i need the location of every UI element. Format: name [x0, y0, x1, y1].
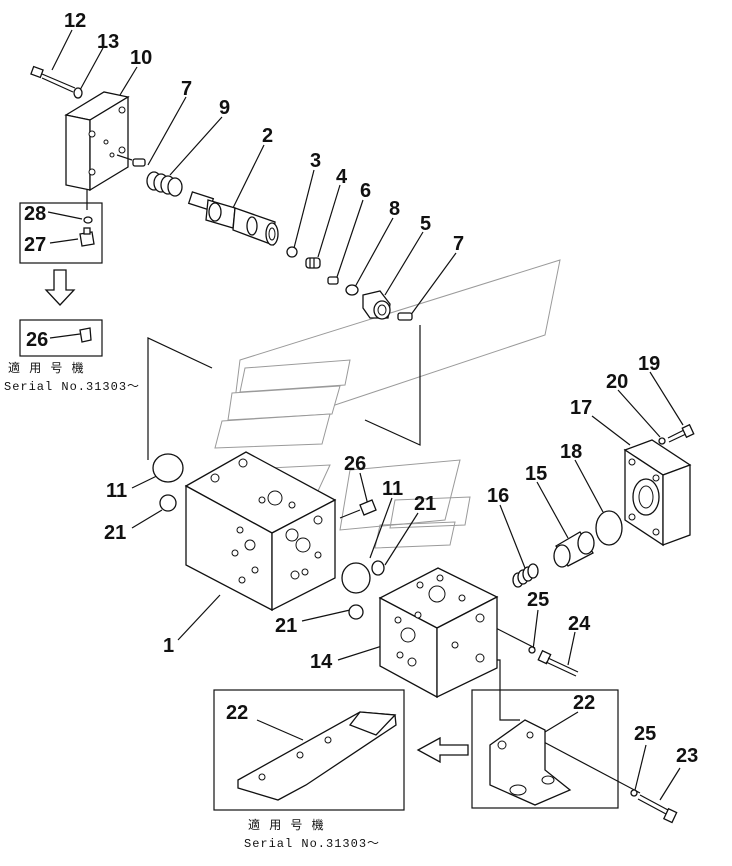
spring-16: [512, 563, 539, 588]
o-ring-11-mid: [341, 562, 371, 594]
callout-25-lower: 25: [634, 723, 656, 745]
callout-5: 5: [420, 213, 431, 235]
pin-7-lower: [397, 312, 413, 321]
pin-6: [327, 276, 339, 285]
spring-4: [305, 257, 321, 269]
washer-25-lower: [630, 789, 638, 797]
pin-7-upper: [132, 158, 146, 167]
o-ring-21-mid: [371, 560, 385, 576]
callout-2: 2: [262, 125, 273, 147]
callout-17: 17: [570, 397, 592, 419]
serial-note-upper-line1: 適 用 号 機: [8, 360, 85, 376]
cover-10: [64, 91, 133, 192]
washer-13: [73, 87, 83, 99]
callout-4: 4: [336, 166, 348, 188]
ring-8: [345, 284, 359, 296]
serial-note-upper: 適 用 号 機 Serial No.31303～: [4, 360, 140, 394]
down-arrow: [44, 269, 76, 306]
inset-box-28-27: [19, 202, 103, 264]
callout-21-mid: 21: [414, 493, 436, 515]
o-ring-18: [595, 510, 623, 546]
cover-17: [623, 439, 692, 547]
callout-1: 1: [163, 635, 174, 657]
callout-23: 23: [676, 745, 698, 767]
callout-10: 10: [130, 47, 152, 69]
callout-19: 19: [638, 353, 660, 375]
bolt-19: [667, 423, 695, 443]
main-block-1: [184, 451, 337, 612]
callout-labels: 12 13 10 7 9 2 3 4 6 8 5 7 28 27 26 19 2…: [24, 10, 698, 767]
bolt-23: [637, 794, 678, 824]
plug-5: [362, 290, 391, 320]
callout-6: 6: [360, 180, 371, 202]
bolt-12: [30, 65, 76, 93]
callout-26-mid: 26: [344, 453, 366, 475]
serial-note-lower-line2: Serial No.31303～: [244, 837, 380, 851]
block-14: [378, 567, 499, 699]
callout-16: 16: [487, 485, 509, 507]
callout-20: 20: [606, 371, 628, 393]
callout-14: 14: [310, 651, 333, 673]
serial-note-lower: 適 用 号 機 Serial No.31303～: [244, 817, 380, 851]
ball-3: [286, 246, 298, 258]
callout-11-left: 11: [106, 480, 127, 502]
spring-9: [146, 171, 183, 197]
callout-15: 15: [525, 463, 547, 485]
callout-8: 8: [389, 198, 400, 220]
spool-2: [187, 191, 279, 246]
callout-21-lower: 21: [275, 615, 297, 637]
callout-7-lower: 7: [453, 233, 464, 255]
callout-21-left: 21: [104, 522, 126, 544]
callout-22-right: 22: [573, 692, 595, 714]
callout-26-upper: 26: [26, 329, 48, 351]
callout-25-upper: 25: [527, 589, 549, 611]
callout-11-mid: 11: [382, 478, 403, 500]
callout-12: 12: [64, 10, 86, 32]
serial-note-lower-line1: 適 用 号 機: [248, 817, 325, 833]
o-ring-11-left: [152, 453, 184, 483]
callout-22-left: 22: [226, 702, 248, 724]
o-ring-21-left: [159, 494, 177, 512]
callout-28: 28: [24, 203, 46, 225]
callout-18: 18: [560, 441, 582, 463]
leader-lines: [47, 29, 684, 801]
inset-box-bracket-old: [213, 689, 405, 811]
callout-24: 24: [568, 613, 591, 635]
left-arrow: [416, 736, 469, 764]
bolt-24: [537, 649, 579, 677]
washer-25-upper: [528, 646, 536, 654]
washer-20: [658, 437, 666, 445]
callout-3: 3: [310, 150, 321, 172]
callout-13: 13: [97, 31, 119, 53]
inset-box-26: [19, 319, 103, 357]
callout-7: 7: [181, 78, 192, 100]
inset-box-bracket-new: [471, 689, 619, 809]
sleeve-15: [553, 531, 595, 568]
fitting-26-mid: [339, 499, 377, 519]
serial-note-upper-line2: Serial No.31303～: [4, 380, 140, 394]
callout-27: 27: [24, 234, 46, 256]
callout-9: 9: [219, 97, 230, 119]
o-ring-21-lower: [348, 604, 364, 620]
